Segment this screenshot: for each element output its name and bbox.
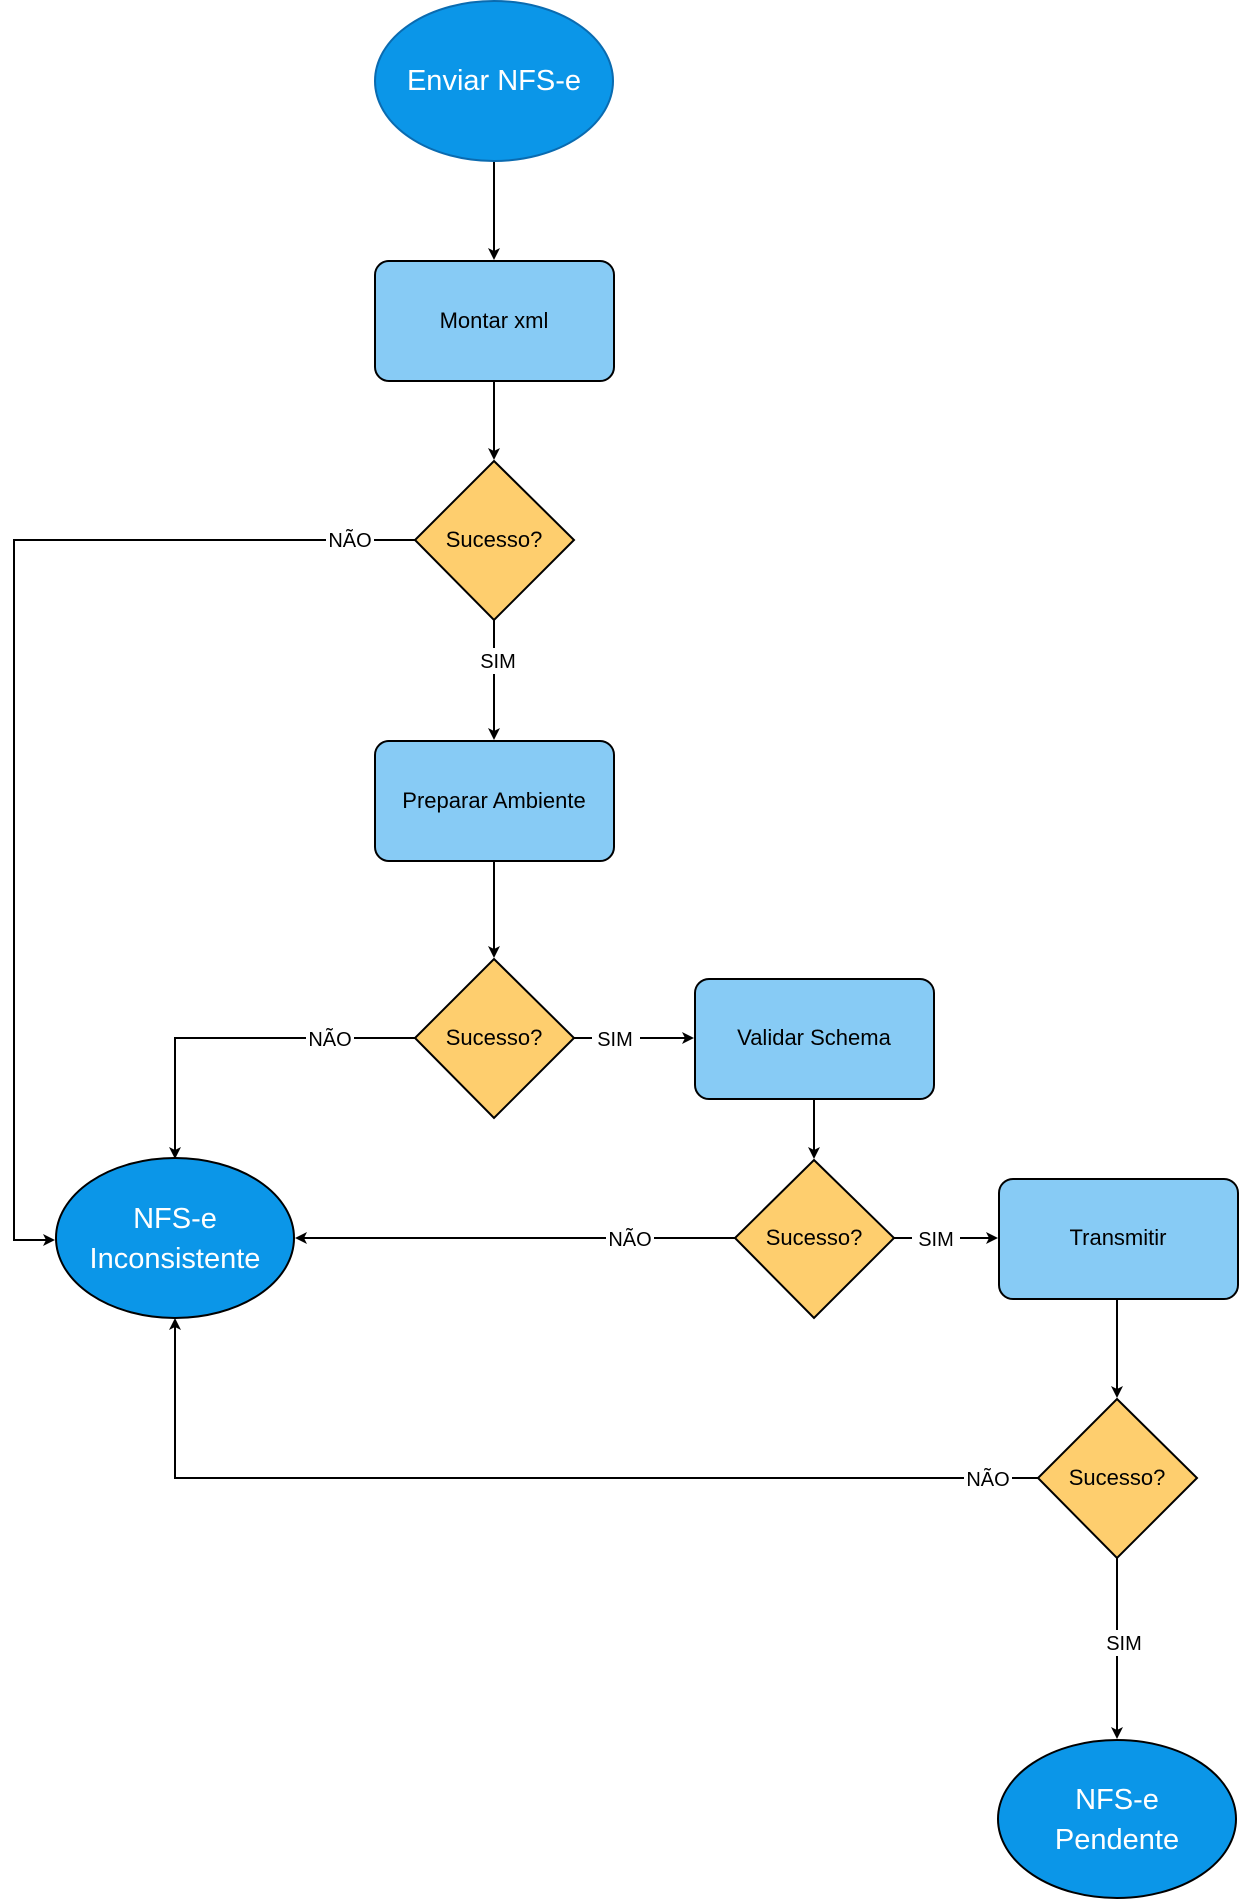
label-dec3-nao: NÃO [608, 1227, 651, 1251]
node-nfse-pendente[interactable]: NFS-e Pendente [997, 1739, 1237, 1899]
node-validar-schema[interactable]: Validar Schema [694, 978, 935, 1100]
node-validar-schema-label: Validar Schema [737, 1025, 891, 1050]
process-shape [374, 260, 615, 382]
label-dec2-nao: NÃO [308, 1027, 351, 1051]
decision-shape [413, 957, 576, 1120]
node-start-label: Enviar NFS-e [407, 65, 581, 97]
label-dec4-nao: NÃO [966, 1467, 1009, 1491]
terminal-shape [374, 0, 614, 162]
node-decision-1-label: Sucesso? [446, 527, 543, 552]
process-shape [694, 978, 935, 1100]
edge-labels: NÃO SIM NÃO SIM NÃO SIM NÃO SIM [306, 528, 1148, 1656]
node-transmitir-label: Transmitir [1070, 1225, 1167, 1250]
node-decision-4[interactable]: Sucesso? [1036, 1397, 1199, 1560]
node-start[interactable]: Enviar NFS-e [374, 0, 614, 162]
process-shape [374, 740, 615, 862]
process-shape [998, 1178, 1239, 1300]
label-dec1-nao: NÃO [328, 528, 371, 552]
label-dec1-sim: SIM [480, 651, 516, 673]
node-inconsistente-line1: NFS-e [133, 1203, 217, 1235]
node-montar-xml-label: Montar xml [440, 308, 549, 333]
connectors [13, 162, 1123, 1739]
decision-shape [1036, 1397, 1199, 1560]
node-decision-3[interactable]: Sucesso? [733, 1158, 896, 1320]
label-dec2-sim: SIM [597, 1029, 633, 1051]
node-decision-2[interactable]: Sucesso? [413, 957, 576, 1120]
node-transmitir[interactable]: Transmitir [998, 1178, 1239, 1300]
node-nfse-inconsistente[interactable]: NFS-e Inconsistente [55, 1157, 295, 1319]
node-preparar-ambiente-label: Preparar Ambiente [402, 788, 585, 813]
node-pendente-line2: Pendente [1055, 1824, 1179, 1856]
decision-shape [413, 459, 576, 622]
edge-dec2-nao [169, 1037, 415, 1159]
node-decision-2-label: Sucesso? [446, 1025, 543, 1050]
node-decision-1[interactable]: Sucesso? [413, 459, 576, 622]
label-dec3-sim: SIM [918, 1229, 954, 1251]
node-decision-3-label: Sucesso? [766, 1225, 863, 1250]
node-preparar-ambiente[interactable]: Preparar Ambiente [374, 740, 615, 862]
label-dec4-sim: SIM [1106, 1633, 1142, 1655]
edge-dec4-nao [169, 1318, 1038, 1479]
terminal-shape [997, 1739, 1237, 1899]
edge-dec1-nao [13, 539, 415, 1246]
node-montar-xml[interactable]: Montar xml [374, 260, 615, 382]
node-pendente-line1: NFS-e [1075, 1784, 1159, 1816]
node-decision-4-label: Sucesso? [1069, 1465, 1166, 1490]
node-inconsistente-line2: Inconsistente [90, 1243, 261, 1275]
decision-shape [733, 1158, 896, 1320]
terminal-shape [55, 1157, 295, 1319]
